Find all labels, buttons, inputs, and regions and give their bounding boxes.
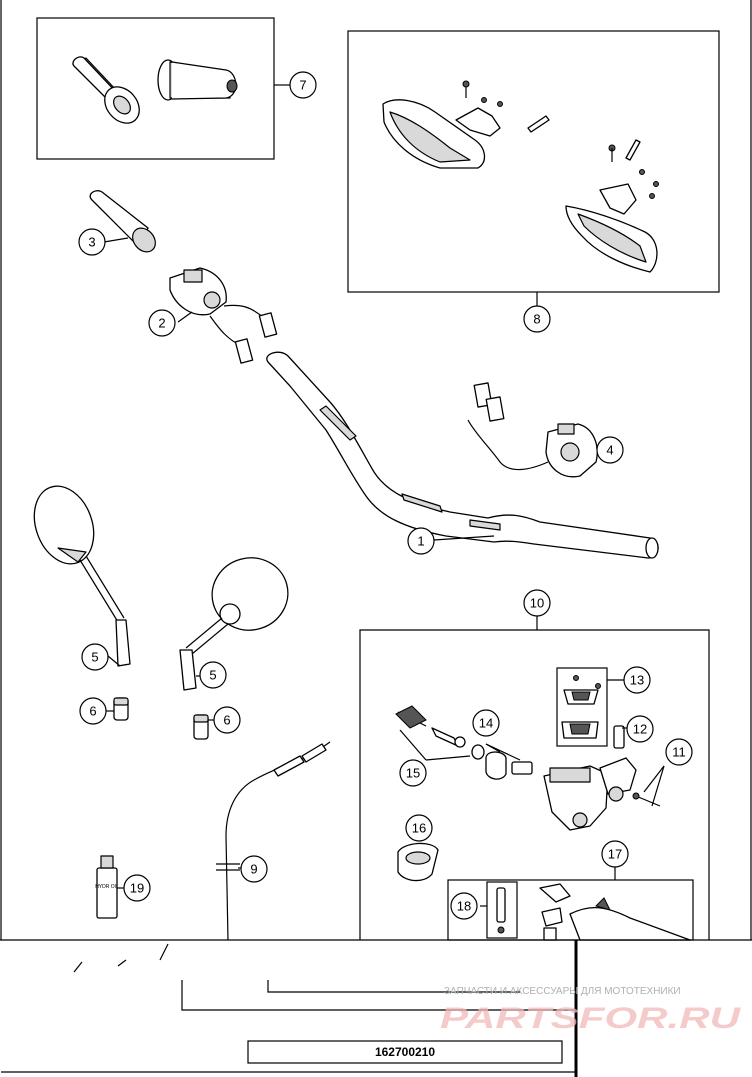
lever-bolt-box xyxy=(486,881,518,939)
master-cylinder-group xyxy=(359,616,710,941)
callout-label: 8 xyxy=(533,312,540,327)
hydraulic-oil-bottle: HYDR OIL xyxy=(95,855,124,919)
callout-9: 9 xyxy=(240,855,268,883)
clutch-cable xyxy=(216,741,331,941)
lower-strip xyxy=(0,939,752,1077)
callout-16: 16 xyxy=(405,814,433,842)
callout-13: 13 xyxy=(623,666,651,694)
callout-circle xyxy=(405,814,433,842)
callout-label: 18 xyxy=(457,899,471,914)
watermark-tagline: ЗАПЧАСТИ И АКСЕССУАРЫ ДЛЯ МОТОТЕХНИКИ xyxy=(444,986,681,997)
callout-label: 11 xyxy=(672,745,686,760)
callout-8: 8 xyxy=(523,305,551,333)
callout-18: 18 xyxy=(450,892,478,920)
mirror-adapter-left xyxy=(106,697,129,721)
callout-7: 7 xyxy=(289,71,317,99)
callout-label: 9 xyxy=(250,862,257,877)
callout-17: 17 xyxy=(601,840,629,868)
left-switch xyxy=(169,267,278,364)
callout-label: 2 xyxy=(158,316,165,331)
callout-1: 1 xyxy=(407,527,435,555)
callout-label: 7 xyxy=(299,78,306,93)
grip-right xyxy=(157,59,238,101)
document-number: 162700210 xyxy=(375,1045,435,1059)
callout-label: 10 xyxy=(530,596,544,611)
mirror-right xyxy=(179,557,289,691)
callout-label: 5 xyxy=(209,668,216,683)
callout-label: 1 xyxy=(417,534,424,549)
callout-circle xyxy=(81,643,109,671)
watermark-logo: PARTSFOR.RU xyxy=(440,1002,742,1035)
callout-circle xyxy=(289,71,317,99)
mirror-left xyxy=(33,485,131,667)
callout-circle xyxy=(199,661,227,689)
document-number-box: 162700210 xyxy=(247,1040,563,1064)
callout-circle xyxy=(665,738,693,766)
callout-circle xyxy=(523,305,551,333)
callout-3: 3 xyxy=(78,228,106,256)
handlebar xyxy=(266,351,659,559)
page-frame xyxy=(0,0,752,940)
grip-left xyxy=(72,56,140,124)
handguard-right xyxy=(565,139,659,273)
right-switch xyxy=(467,382,612,478)
callout-label: 6 xyxy=(89,704,96,719)
callout-circle xyxy=(626,715,654,743)
callout-label: 14 xyxy=(479,716,493,731)
callout-circle xyxy=(79,697,107,725)
handguard-left xyxy=(382,80,550,169)
callout-circle xyxy=(399,759,427,787)
callout-19: 19 xyxy=(123,874,151,902)
callout-circle xyxy=(623,666,651,694)
callout-circle xyxy=(407,527,435,555)
grips-box xyxy=(36,17,275,160)
callout-4: 4 xyxy=(596,436,624,464)
callout-label: 19 xyxy=(130,881,144,896)
callout-5b: 5 xyxy=(199,661,227,689)
callout-circle xyxy=(596,436,624,464)
callout-label: 13 xyxy=(630,673,644,688)
callout-circle xyxy=(78,228,106,256)
callout-label: 12 xyxy=(633,722,647,737)
callout-circle xyxy=(148,309,176,337)
callout-label: 17 xyxy=(608,847,622,862)
reservoir-cover-box xyxy=(556,667,608,747)
callout-circle xyxy=(472,709,500,737)
callout-6b: 6 xyxy=(213,706,241,734)
callout-circle xyxy=(601,840,629,868)
callout-label: 6 xyxy=(223,713,230,728)
callout-2: 2 xyxy=(148,309,176,337)
callout-10: 10 xyxy=(523,589,551,617)
callout-circle xyxy=(450,892,478,920)
callout-circle xyxy=(523,589,551,617)
handguards-box xyxy=(347,30,720,293)
handguards-group xyxy=(347,30,720,306)
callout-label: 5 xyxy=(91,650,98,665)
mirror-adapter-right xyxy=(193,714,214,740)
callout-label: 4 xyxy=(606,443,613,458)
callout-6a: 6 xyxy=(79,697,107,725)
callout-11: 11 xyxy=(665,738,693,766)
oil-bottle-label: HYDR OIL xyxy=(95,884,119,890)
callout-label: 15 xyxy=(406,766,420,781)
callout-label: 3 xyxy=(88,235,95,250)
callout-14: 14 xyxy=(472,709,500,737)
throttle-grip xyxy=(89,190,156,253)
callout-12: 12 xyxy=(626,715,654,743)
callout-circle xyxy=(123,874,151,902)
callout-15: 15 xyxy=(399,759,427,787)
callout-5a: 5 xyxy=(81,643,109,671)
grips-group xyxy=(36,17,290,160)
watermark: ЗАПЧАСТИ И АКСЕССУАРЫ ДЛЯ МОТОТЕХНИКИ PA… xyxy=(440,986,742,1035)
callout-circle xyxy=(240,855,268,883)
callout-label: 16 xyxy=(412,821,426,836)
callout-circle xyxy=(213,706,241,734)
